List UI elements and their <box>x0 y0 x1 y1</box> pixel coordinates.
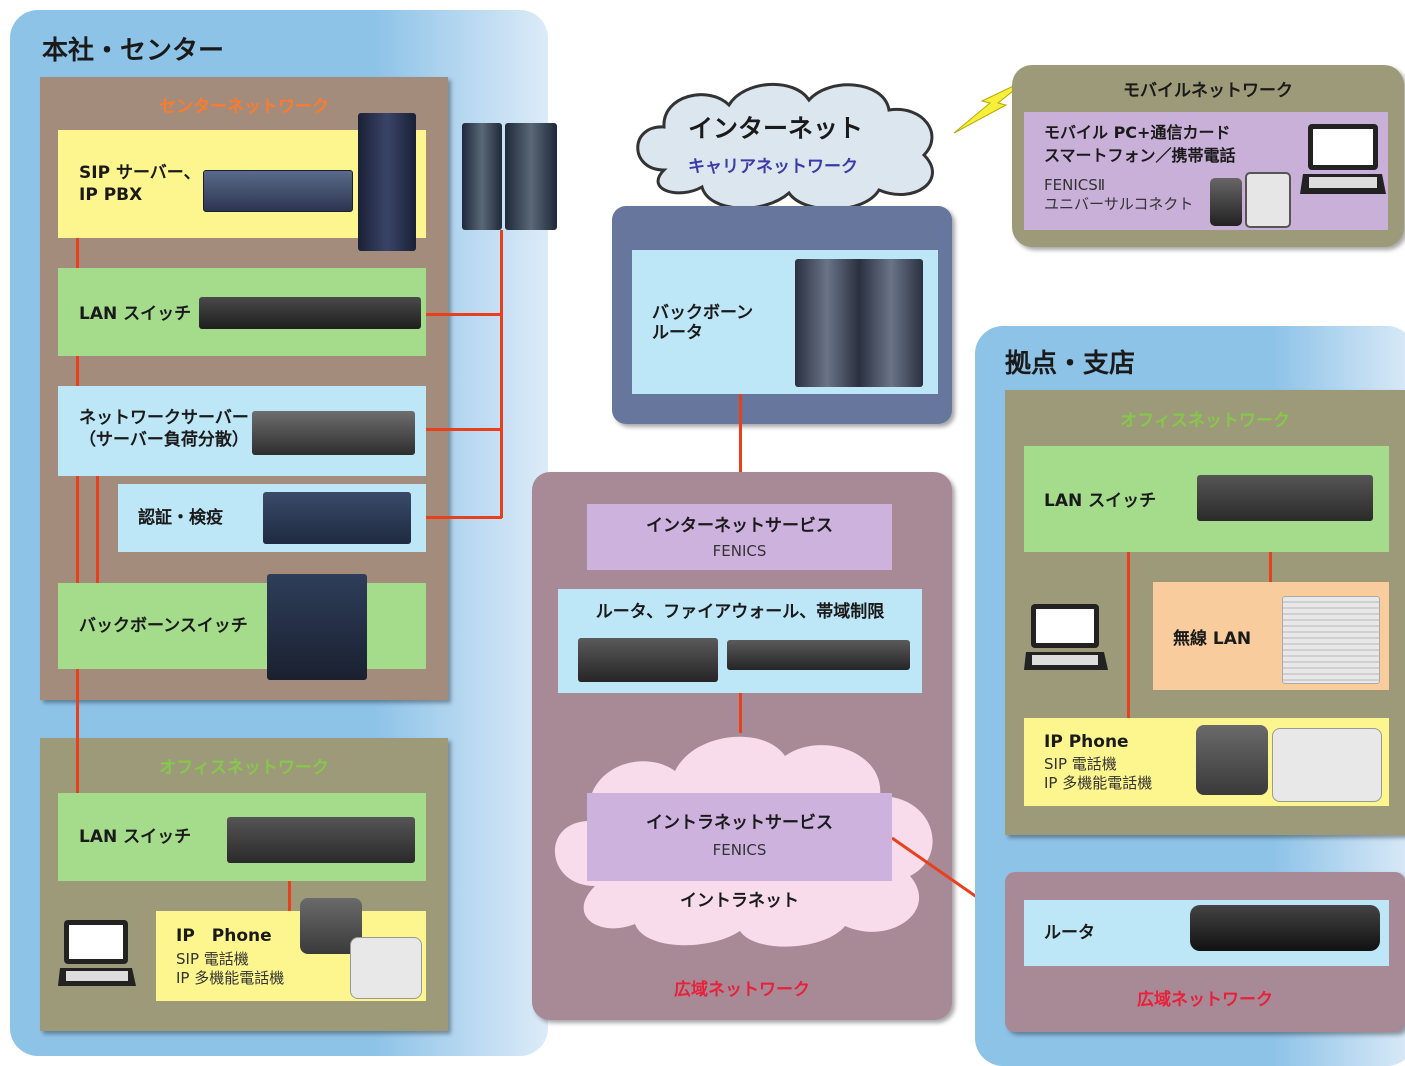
internet-service-label: インターネットサービス <box>646 516 833 536</box>
branch-lan-switch-label: LAN スイッチ <box>1044 491 1157 511</box>
mobile-laptop-icon <box>1300 122 1388 198</box>
link-line <box>426 313 502 316</box>
internet-title: インターネット <box>688 114 864 143</box>
sip-server-line1: SIP サーバー、 <box>79 163 201 183</box>
branch-router-label: ルータ <box>1044 923 1095 943</box>
network-server-label: ネットワークサーバー （サーバー負荷分散） <box>79 407 249 451</box>
hq-title: 本社・センター <box>42 36 225 66</box>
link-line <box>76 738 79 793</box>
backbone-router-line2: ルータ <box>652 322 703 343</box>
hq-sip-phone-label: SIP 電話機 <box>176 950 249 968</box>
auth-device-icon <box>263 492 411 544</box>
internet-subtitle: キャリアネットワーク <box>688 157 858 177</box>
server-rack-icon <box>505 123 557 230</box>
link-line <box>1127 552 1130 718</box>
hq-ip-multi-label: IP 多機能電話機 <box>176 969 285 987</box>
network-server-line1: ネットワークサーバー <box>79 408 249 428</box>
multifunction-phone-icon <box>350 937 422 999</box>
intranet-service-box <box>587 793 892 881</box>
wireless-lan-label: 無線 LAN <box>1173 629 1252 649</box>
link-line <box>1269 552 1272 582</box>
intranet-service-label: イントラネットサービス <box>646 813 833 833</box>
mobile-line1: モバイル PC+通信カード <box>1044 123 1231 142</box>
link-line <box>76 238 79 793</box>
server-tower-icon <box>358 113 416 251</box>
branch-laptop-icon <box>1024 602 1110 674</box>
ip-pbx-device-icon <box>203 170 353 212</box>
backbone-router-label: バックボーン ルータ <box>652 303 754 343</box>
branch-wan-title: 広域ネットワーク <box>1137 990 1273 1010</box>
branch-sip-phone-label: SIP 電話機 <box>1044 755 1117 773</box>
branch-switch-device-icon <box>1197 475 1373 521</box>
lan-switch-label: LAN スイッチ <box>79 304 192 324</box>
internet-service-box <box>587 504 892 570</box>
backbone-router-rack-icon <box>795 259 923 387</box>
backbone-switch-device-icon <box>267 574 367 680</box>
branch-office-network-title: オフィスネットワーク <box>1120 411 1290 431</box>
router-device-icon <box>578 638 718 682</box>
branch-title: 拠点・支店 <box>1005 349 1136 379</box>
tablet-icon <box>1245 172 1291 228</box>
link-line <box>426 428 502 431</box>
server-rack-icon <box>462 123 502 230</box>
backbone-switch-label: バックボーンスイッチ <box>79 616 248 636</box>
intranet-label: イントラネット <box>680 891 799 911</box>
mobile-line4: ユニバーサルコネクト <box>1044 195 1194 213</box>
link-line <box>426 516 502 519</box>
intranet-service-fenics: FENICS <box>712 841 767 859</box>
branch-router-device-icon <box>1190 905 1380 951</box>
router-firewall-label: ルータ、ファイアウォール、帯域制限 <box>595 602 885 622</box>
hq-office-switch-device-icon <box>227 817 415 863</box>
laptop-icon <box>58 918 138 990</box>
smartphone-icon <box>1210 178 1242 226</box>
link-line <box>739 693 742 733</box>
internet-service-fenics: FENICS <box>712 542 767 560</box>
link-line <box>288 881 291 911</box>
wan-center-title: 広域ネットワーク <box>674 980 810 1000</box>
mobile-line3: FENICSⅡ <box>1044 176 1106 194</box>
firewall-device-icon <box>727 640 910 670</box>
internet-cloud <box>624 75 956 215</box>
network-server-line2: （サーバー負荷分散） <box>79 430 249 451</box>
hq-office-network-title: オフィスネットワーク <box>159 758 329 778</box>
mobile-line2: スマートフォン／携帯電話 <box>1044 146 1236 165</box>
mobile-network-title: モバイルネットワーク <box>1123 81 1293 101</box>
link-line <box>500 230 503 518</box>
branch-ip-phone-label: IP Phone <box>1044 732 1129 752</box>
sip-server-label: SIP サーバー、 IP PBX <box>79 162 201 206</box>
access-point-icon <box>1282 596 1380 684</box>
hq-ip-phone-label: IP Phone <box>176 926 272 946</box>
link-line <box>96 475 99 583</box>
branch-ip-phone-icon <box>1196 725 1268 795</box>
link-line <box>739 394 742 504</box>
auth-label: 認証・検疫 <box>138 508 223 528</box>
lan-switch-device-icon <box>199 297 421 329</box>
sip-server-line2: IP PBX <box>79 185 143 206</box>
branch-ip-multi-label: IP 多機能電話機 <box>1044 774 1153 792</box>
load-balancer-device-icon <box>252 411 415 455</box>
backbone-router-line1: バックボーン <box>652 303 754 323</box>
hq-office-lan-switch-label: LAN スイッチ <box>79 827 192 847</box>
branch-multifunction-phone-icon <box>1272 728 1382 802</box>
center-network-title: センターネットワーク <box>159 97 329 117</box>
wireless-bolt-icon <box>950 75 1030 137</box>
